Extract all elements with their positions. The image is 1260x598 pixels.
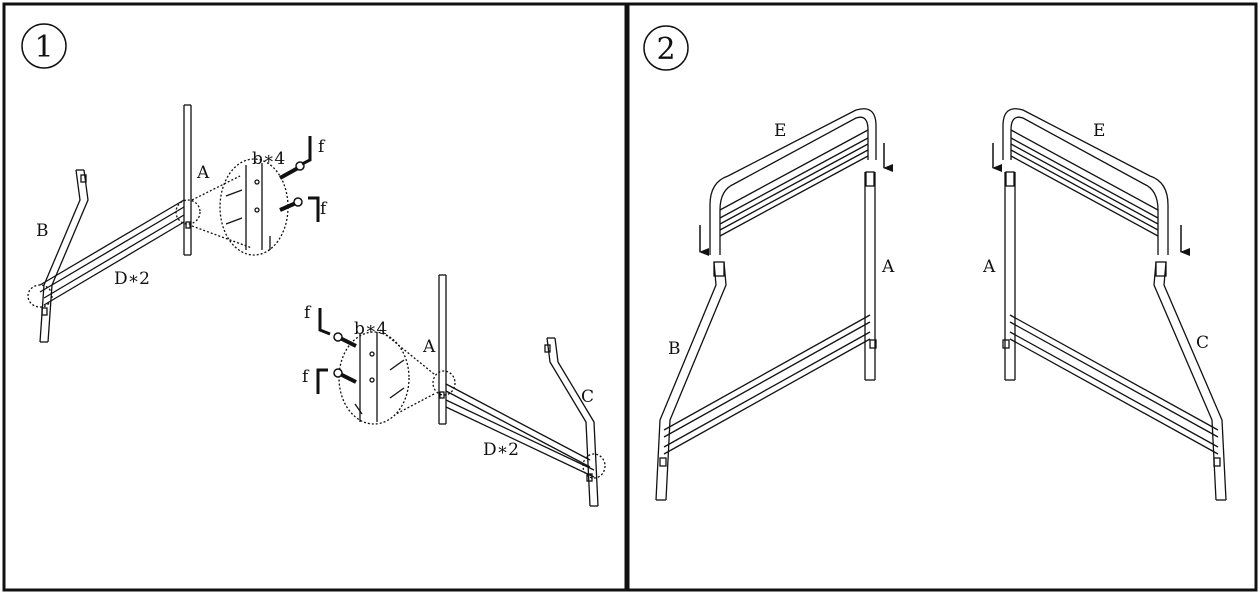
bolts-right — [333, 332, 357, 384]
step-2-number-circle — [643, 25, 689, 71]
rail-d-upper-left — [39, 199, 185, 286]
step-2-frame — [626, 2, 1258, 592]
label-f-left-top: f — [318, 137, 326, 157]
label-f-right-bottom: f — [302, 367, 310, 387]
step-2-number: 2 — [656, 32, 675, 67]
step-1-frame — [2, 2, 628, 592]
rail-d-lower-right — [445, 399, 595, 471]
joint-marker-right-post — [432, 370, 456, 396]
leg-b-step2 — [655, 261, 717, 501]
label-bolts-right: b∗4 — [354, 319, 387, 339]
left-side-frame — [27, 104, 289, 343]
label-d-left: D∗2 — [114, 269, 150, 289]
bolt-icon — [339, 372, 357, 384]
allen-key-icon — [316, 368, 328, 394]
leg-c-step2 — [1153, 261, 1217, 501]
label-e-right: E — [1093, 121, 1105, 141]
label-a-step2-right: A — [982, 257, 996, 277]
right-side-frame — [338, 274, 606, 507]
bolt-icon — [339, 336, 357, 348]
allen-key-icon — [301, 136, 312, 166]
headboard-e-right — [1002, 108, 1169, 255]
assembled-frame-right — [1002, 108, 1227, 501]
allen-key-icon — [308, 196, 320, 222]
label-a-step2-left: A — [881, 257, 895, 277]
joint-marker-right-leg — [582, 453, 606, 479]
joint-marker-left-leg — [27, 284, 53, 308]
headboard-e-left — [709, 108, 877, 255]
label-a-left: A — [196, 163, 210, 183]
label-b: B — [36, 221, 49, 241]
bolts-left — [279, 161, 305, 212]
detail-magnifier-right — [338, 331, 410, 425]
label-f-left-bottom: f — [320, 199, 328, 219]
label-b-step2: B — [668, 339, 681, 359]
leg-c — [546, 337, 591, 507]
bolt-icon — [279, 201, 297, 212]
rail-d-lower-left — [43, 214, 185, 299]
bolt-icon — [279, 166, 299, 180]
assembled-frame-left — [655, 108, 877, 501]
step-1-panel: 1 — [2, 2, 628, 592]
step-2-panel: 2 — [626, 2, 1258, 592]
rail-d-upper-right — [445, 383, 591, 461]
label-e-left: E — [774, 121, 786, 141]
step-1-number: 1 — [34, 30, 53, 65]
joint-marker-left-post — [175, 199, 201, 225]
label-a-right: A — [422, 337, 436, 357]
label-f-right-top: f — [304, 303, 312, 323]
step-1-number-circle — [21, 23, 67, 69]
label-bolts-left: b∗4 — [252, 149, 285, 169]
label-c: C — [581, 387, 594, 407]
leg-b — [39, 169, 81, 343]
detail-magnifier-left — [219, 158, 289, 256]
allen-key-icon — [318, 308, 331, 336]
label-c-step2: C — [1196, 333, 1209, 353]
label-d-right: D∗2 — [483, 440, 519, 460]
